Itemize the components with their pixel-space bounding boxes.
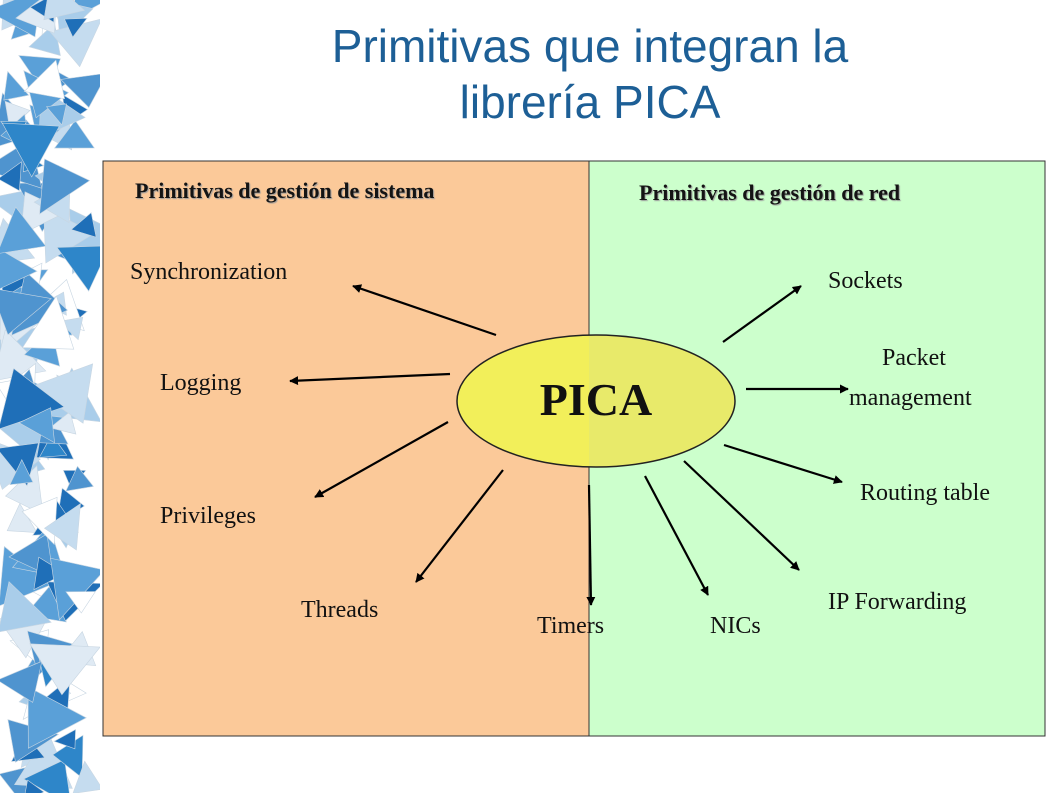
arrow-to-logging bbox=[289, 372, 451, 386]
decorative-triangle bbox=[49, 411, 77, 435]
decorative-triangle bbox=[0, 161, 22, 192]
label-management: management bbox=[849, 385, 972, 411]
decorative-triangle bbox=[23, 59, 65, 100]
label-threads: Threads bbox=[301, 597, 379, 623]
decorative-triangle bbox=[56, 245, 100, 292]
decorative-triangle bbox=[39, 158, 91, 215]
decorative-triangle bbox=[24, 779, 45, 793]
arrow-to-privileges bbox=[314, 421, 449, 498]
decorative-triangle bbox=[65, 591, 96, 614]
label-routing-table: Routing table bbox=[860, 480, 990, 506]
decorative-triangle bbox=[53, 728, 76, 750]
decorative-triangle bbox=[65, 465, 94, 492]
slide-title-line-2: librería PICA bbox=[459, 76, 721, 128]
label-timers: Timers bbox=[537, 613, 605, 639]
slide-title-line-1: Primitivas que integran la bbox=[331, 20, 849, 72]
arrow-to-routing-table bbox=[723, 443, 843, 484]
pica-ellipse bbox=[456, 334, 736, 468]
decorative-triangle bbox=[43, 502, 81, 551]
label-ip-forwarding: IP Forwarding bbox=[828, 589, 967, 615]
decorative-triangle bbox=[64, 17, 88, 38]
label-privileges: Privileges bbox=[160, 503, 256, 529]
system-panel-heading: Primitivas de gestión de sistema bbox=[135, 178, 435, 203]
arrow-to-timers bbox=[586, 484, 596, 606]
decorative-triangle bbox=[0, 581, 52, 632]
label-synchronization: Synchronization bbox=[130, 259, 288, 285]
label-nics: NICs bbox=[710, 613, 761, 639]
arrow-to-threads bbox=[415, 469, 504, 583]
arrow-to-nics bbox=[644, 475, 709, 596]
decorative-triangle bbox=[60, 73, 100, 108]
arrow-to-ip-forwarding bbox=[683, 460, 800, 571]
pica-label: PICA bbox=[539, 374, 653, 425]
arrow-to-sockets bbox=[722, 285, 802, 343]
decorative-triangle bbox=[0, 249, 38, 290]
decorative-triangle bbox=[0, 206, 47, 254]
label-sockets: Sockets bbox=[828, 268, 903, 294]
decorative-triangle bbox=[70, 212, 97, 238]
decorative-triangle bbox=[1, 122, 60, 178]
decorative-triangle bbox=[0, 660, 43, 703]
decorative-triangle bbox=[18, 407, 55, 444]
decorative-triangle bbox=[45, 103, 67, 126]
decorative-triangle bbox=[3, 70, 30, 101]
decorative-triangle bbox=[0, 289, 52, 336]
decorative-triangle bbox=[43, 0, 86, 21]
decorative-triangle bbox=[72, 760, 100, 793]
decorative-triangle-border bbox=[0, 0, 100, 793]
decorative-triangle bbox=[9, 459, 34, 486]
label-packet: Packet bbox=[882, 345, 946, 371]
decorative-triangle bbox=[27, 686, 87, 749]
decorative-triangle bbox=[54, 119, 95, 149]
label-logging: Logging bbox=[160, 370, 242, 396]
slide-title: Primitivas que integran la librería PICA bbox=[190, 18, 990, 130]
decorative-triangle bbox=[38, 433, 68, 458]
decorative-triangle bbox=[21, 295, 75, 350]
arrow-to-synchronization bbox=[352, 284, 497, 337]
decorative-triangle bbox=[29, 643, 100, 696]
decorative-triangle bbox=[23, 759, 70, 793]
network-panel-heading: Primitivas de gestión de red bbox=[639, 180, 901, 205]
